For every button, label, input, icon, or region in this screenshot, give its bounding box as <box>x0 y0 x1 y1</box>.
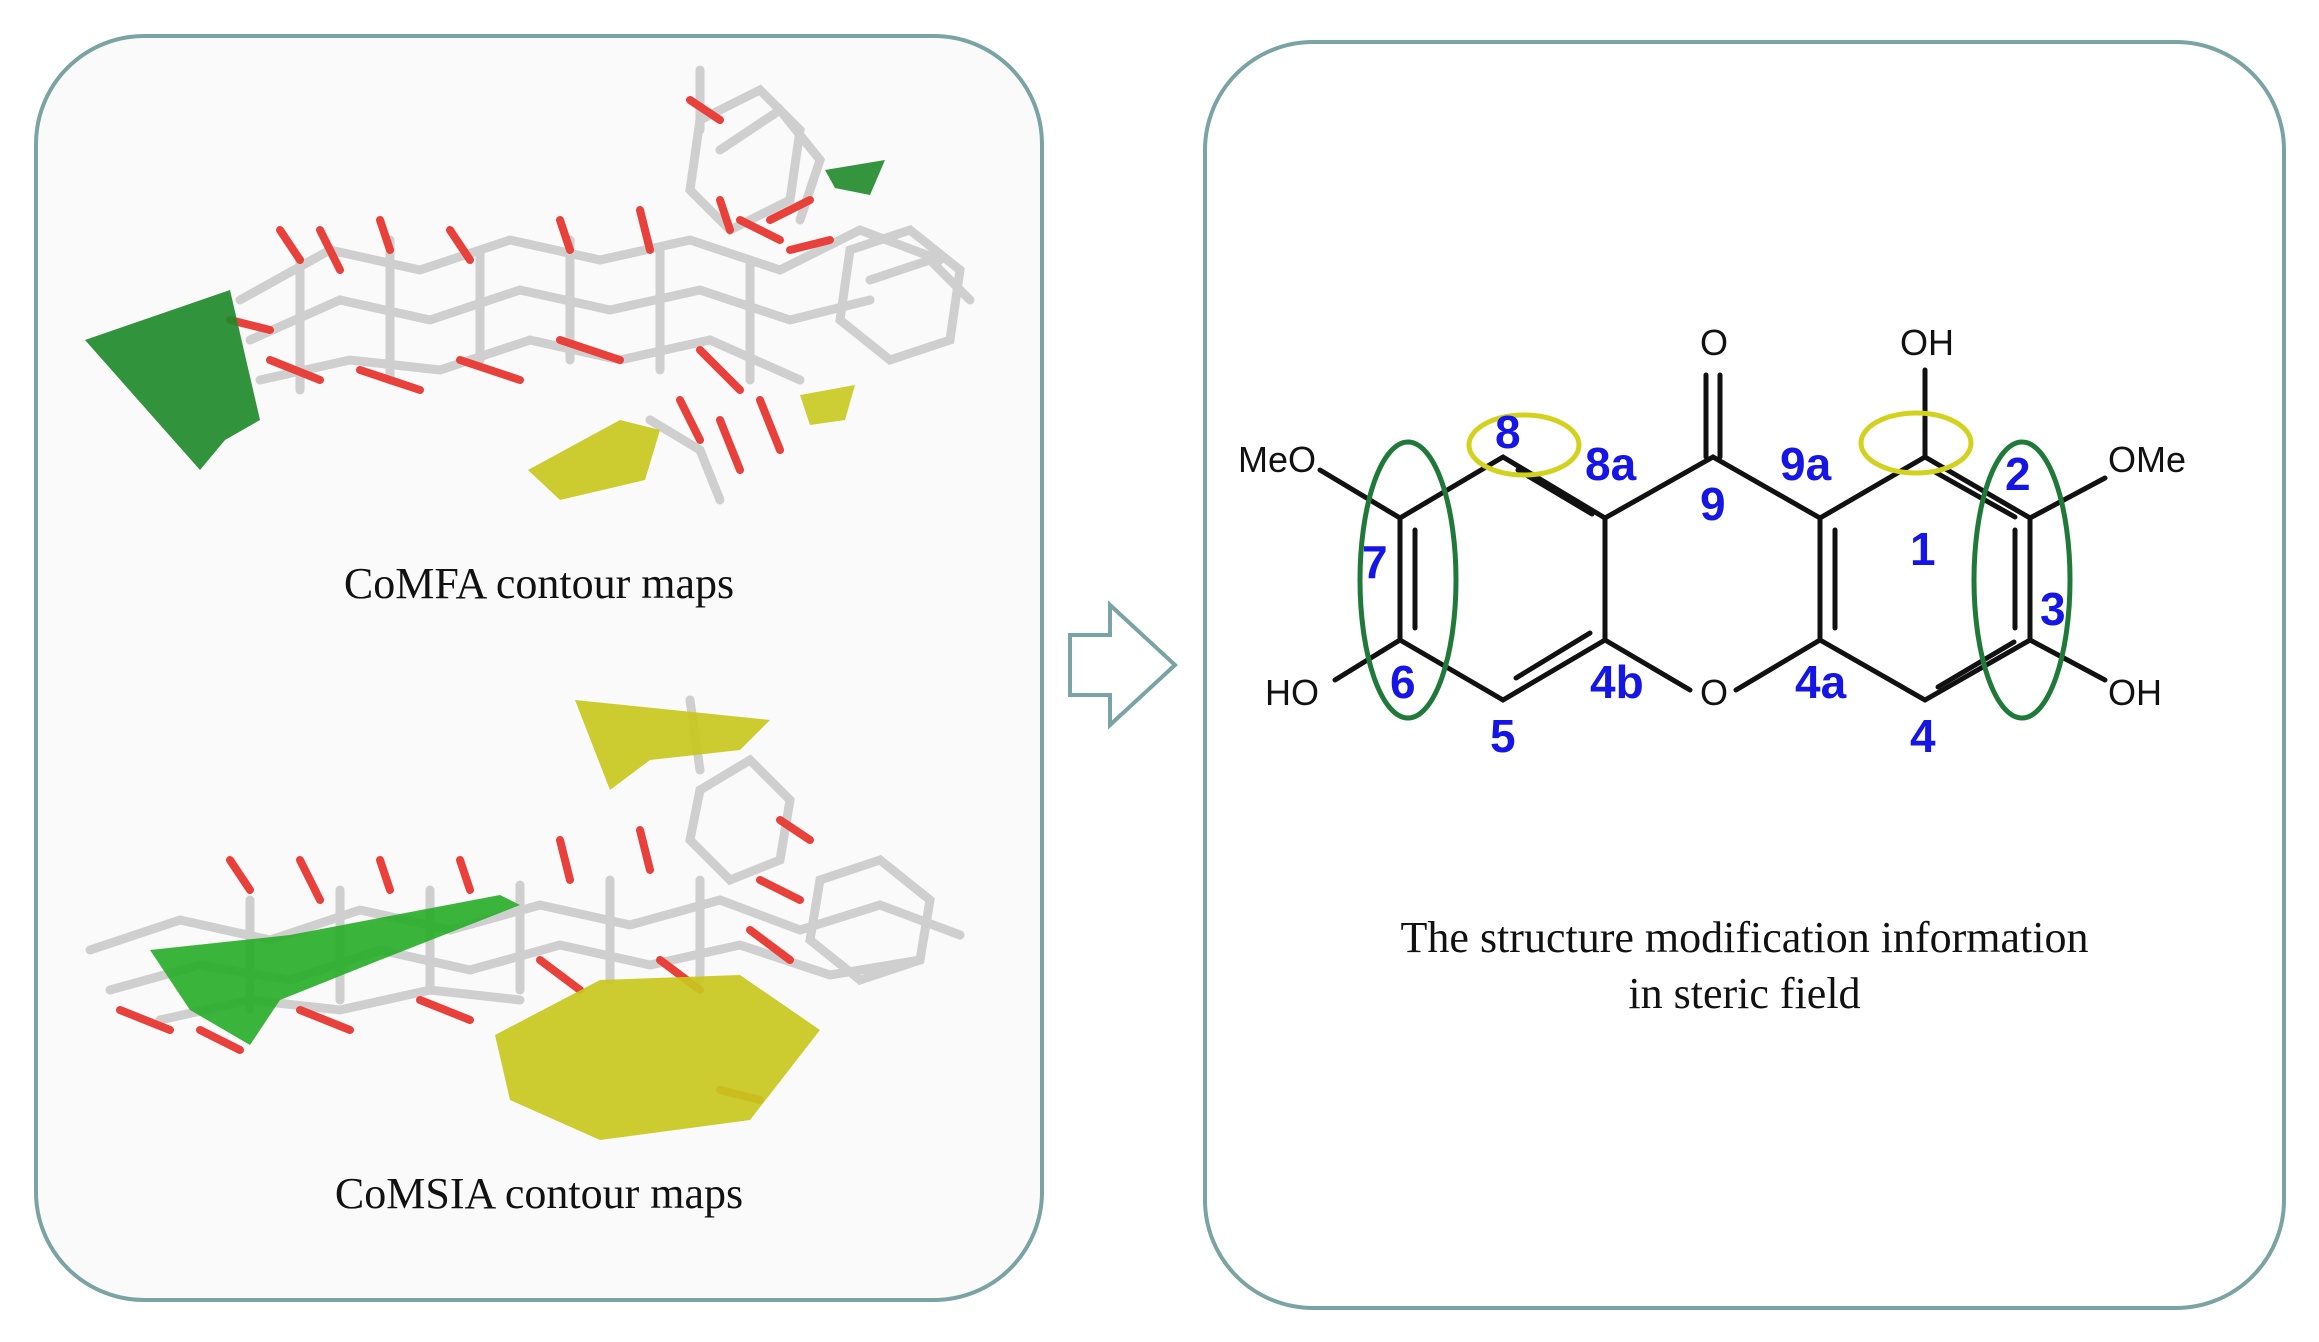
comfa-yellow-contour-large <box>528 420 660 500</box>
position-4-label: 4 <box>1910 710 1936 762</box>
steric-caption-line-2: in steric field <box>1628 969 1861 1018</box>
hydroxyl-right-label: OH <box>2108 672 2162 713</box>
xanthone-structure <box>1317 367 2108 703</box>
structure-panel <box>1203 40 2286 1310</box>
position-8-label: 8 <box>1495 406 1521 458</box>
position-1-label: 1 <box>1910 523 1936 575</box>
position-6-label: 6 <box>1390 656 1416 708</box>
steric-field-caption: The structure modification information i… <box>1203 910 2286 1022</box>
steric-caption-line-1: The structure modification information <box>1400 913 2089 962</box>
methoxy-left-label: MeO <box>1238 439 1316 480</box>
comfa-green-contour-large <box>85 290 260 470</box>
position-3-label: 3 <box>2040 583 2066 635</box>
position-4b-label: 4b <box>1590 656 1644 708</box>
position-5-label: 5 <box>1490 710 1516 762</box>
methoxy-right-label: OMe <box>2108 439 2186 480</box>
comsia-yellow-contour-top <box>575 700 770 790</box>
hydroxyl-top-label: OH <box>1900 322 1954 363</box>
position-7-label: 7 <box>1362 536 1388 588</box>
comsia-green-contour <box>150 895 520 1045</box>
position-4a-label: 4a <box>1795 656 1847 708</box>
position-8a-label: 8a <box>1585 438 1637 490</box>
steric-favorable-ellipse-6-7 <box>1357 439 1459 721</box>
comfa-green-contour-small <box>825 160 885 195</box>
comfa-caption: CoMFA contour maps <box>343 559 735 608</box>
steric-unfavorable-ellipse-8 <box>1466 412 1582 478</box>
steric-favorable-ellipse-2-3 <box>1971 439 2073 721</box>
position-9a-label: 9a <box>1780 438 1832 490</box>
comsia-molecule-overlay <box>85 695 965 1140</box>
comsia-caption: CoMSIA contour maps <box>334 1169 744 1218</box>
ring-oxygen-label: O <box>1700 672 1728 713</box>
comsia-yellow-contour-bottom <box>495 975 820 1140</box>
comfa-yellow-contour-small <box>800 385 855 425</box>
hydroxyl-left-label: HO <box>1265 672 1319 713</box>
position-2-label: 2 <box>2005 448 2031 500</box>
steric-unfavorable-ellipse-1 <box>1858 410 1974 476</box>
carbonyl-oxygen-label: O <box>1700 322 1728 363</box>
comfa-molecule-overlay <box>85 65 975 505</box>
position-9-label: 9 <box>1700 478 1726 530</box>
arrow-right-icon <box>1068 600 1178 730</box>
